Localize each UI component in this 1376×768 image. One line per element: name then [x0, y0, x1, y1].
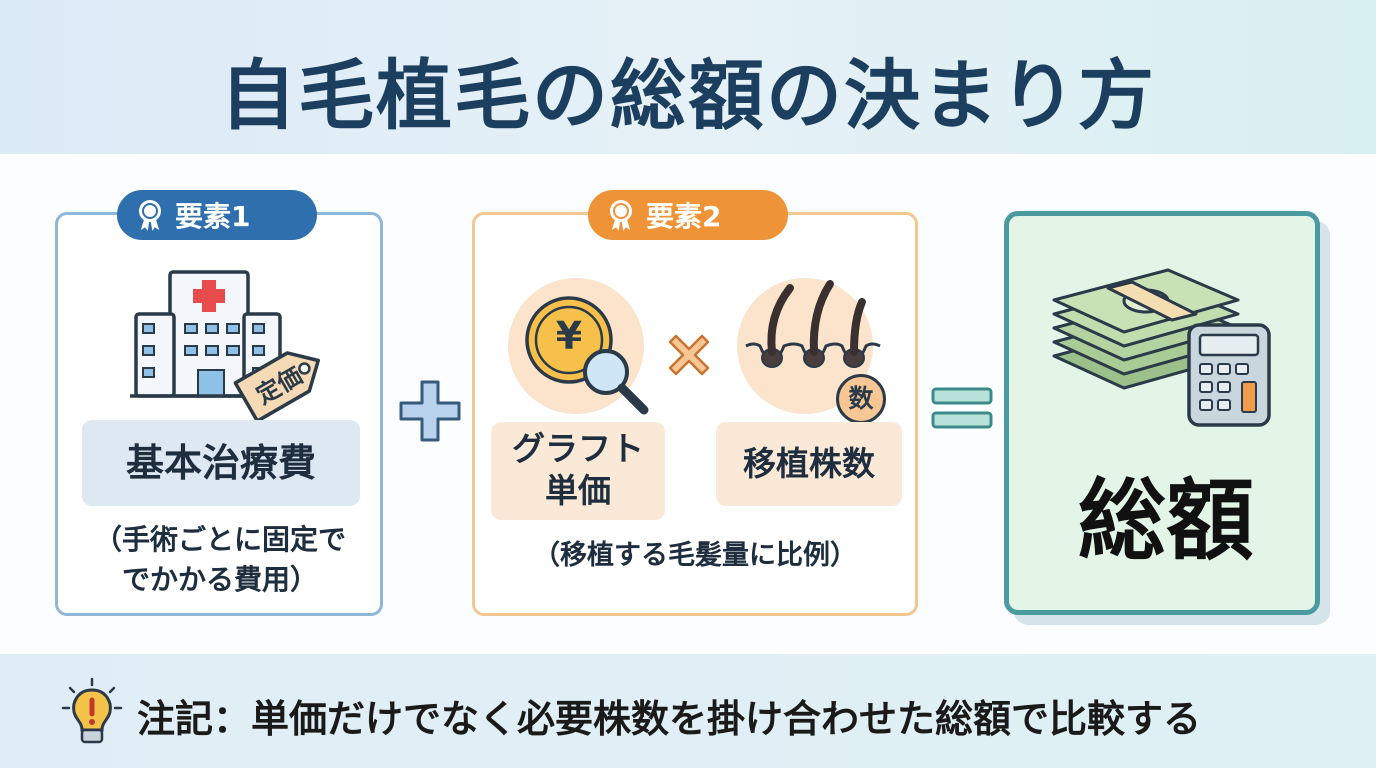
- coin-symbol: ¥: [555, 314, 583, 358]
- element1-badge-label: 要素1: [175, 200, 251, 233]
- award-ribbon-icon: [610, 200, 632, 232]
- lightbulb-icon: [61, 677, 123, 744]
- award-ribbon-icon: [139, 200, 161, 232]
- equals-icon: [931, 387, 993, 429]
- graft-price-label: グラフト 単価: [491, 422, 665, 520]
- base-fee-label: 基本治療費: [82, 420, 360, 506]
- footer-band: [0, 654, 1376, 768]
- element2-badge-label: 要素2: [646, 200, 722, 233]
- total-label: 総額: [1077, 469, 1254, 572]
- multiply-icon: [668, 334, 710, 376]
- count-badge: 数: [836, 374, 886, 424]
- base-fee-note-line2: でかかる費用）: [121, 563, 318, 596]
- header-band: [0, 0, 1376, 154]
- calculator-icon: [1187, 323, 1271, 427]
- magnifier-icon: [583, 349, 649, 415]
- page-title: 自毛植毛の総額の決まり方: [220, 51, 1156, 140]
- element2-badge: 要素2: [588, 190, 788, 240]
- graft-price-label-line1: グラフト: [512, 429, 644, 468]
- price-tag-icon: [233, 351, 320, 423]
- graft-note: （移植する毛髪量に比例）: [533, 540, 857, 571]
- hair-follicle-icon: [737, 278, 881, 414]
- footer-note: 注記：単価だけでなく必要株数を掛け合わせた総額で比較する: [137, 697, 1202, 741]
- graft-count-label: 移植株数: [716, 422, 902, 506]
- graft-price-label-line2: 単価: [545, 471, 611, 510]
- element1-badge: 要素1: [117, 190, 317, 240]
- base-fee-note-line1: （手術ごとに固定で: [93, 523, 346, 556]
- plus-icon: [399, 380, 461, 442]
- base-fee-note: （手術ごとに固定で でかかる費用）: [62, 520, 378, 600]
